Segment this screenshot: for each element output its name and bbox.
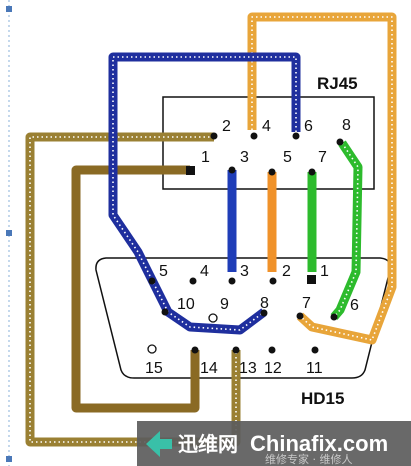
hd15-pin-5-marker [148,277,156,285]
hd15-pin-7-marker [296,312,304,320]
watermark-sub-text: 维修专家 · 维修人 [265,452,353,466]
hd15-pin-1-label: 1 [320,263,329,280]
rj45-pin-8-label: 8 [342,117,351,134]
hd15-pin-9-label: 9 [220,296,229,313]
hd15-pin-10-label: 10 [177,296,195,313]
rj45-pin-5-label: 5 [283,149,292,166]
hd15-pin-13-label: 13 [239,360,257,377]
rj45-pin-7-label: 7 [318,149,327,166]
rj45-pin-2-label: 2 [222,118,231,135]
watermark-banner: 迅维网 Chinafix.com 维修专家 · 维修人 [137,421,411,466]
wire-orange-dotted [247,12,397,345]
hd15-pin-4-label: 4 [200,263,209,280]
hd15-pin-2-marker [269,277,277,285]
rj45-pin-1-label: 1 [201,149,210,166]
rj45-pin-1-marker [186,166,195,175]
selection-handle-top [6,6,12,12]
hd15-pin-4-marker [189,277,197,285]
hd15-pin-11-label: 11 [306,360,323,377]
hd15-pin-6-marker [330,313,338,321]
wire-blue-dotted [108,52,301,335]
wire-brown [71,165,200,413]
watermark-logo-icon [146,431,172,457]
hd15-pin-8-marker [260,309,268,317]
hd15-pin-5-label: 5 [159,263,168,280]
watermark-background [137,421,411,466]
hd15-pin-2-label: 2 [282,263,291,280]
rj45-pin-7-marker [308,168,316,176]
watermark-en-text: Chinafix.com [250,431,388,456]
hd15-pin-3-marker [228,277,236,285]
hd15-pin-14-label: 14 [200,360,218,377]
hd15-pin-10-marker [161,308,169,316]
hd15-pin-12-label: 12 [264,360,282,377]
hd15-pin-11-marker [311,346,319,354]
hd15-pin-14-marker [191,346,199,354]
hd15-pin-7-label: 7 [302,295,311,312]
rj45-pin-2-marker [210,132,218,140]
hd15-pin-3-label: 3 [240,263,249,280]
rj45-pin-6-label: 6 [304,118,313,135]
rj45-pins: 1 2 3 4 5 6 7 8 RJ45 [186,74,358,176]
selection-handle-middle [6,230,12,236]
watermark-cn-text: 迅维网 [178,432,238,456]
hd15-pin-8-label: 8 [260,295,269,312]
hd15-title: HD15 [301,389,344,408]
rj45-pin-5-marker [268,168,276,176]
wire-green-dotted [330,140,363,320]
rj45-pin-4-marker [250,132,258,140]
rj45-pin-3-label: 3 [240,149,249,166]
hd15-pin-6-label: 6 [350,297,359,314]
hd15-pin-15-label: 15 [145,360,163,377]
hd15-pins: 1 2 3 4 5 6 7 8 9 10 11 12 13 14 15 HD15 [145,263,359,408]
wire-khaki-dotted [25,132,241,447]
rj45-pin-6-marker [292,132,300,140]
hd15-pin-1-marker [307,275,316,284]
rj45-pin-4-label: 4 [262,118,271,135]
hd15-pin-12-marker [268,346,276,354]
rj45-title: RJ45 [317,74,358,93]
selection-handle-bottom [6,456,12,462]
rj45-pin-3-marker [228,166,236,174]
hd15-pin-9-marker [208,313,218,323]
hd15-pin-13-marker [232,346,240,354]
rj45-pin-8-marker [336,138,344,146]
hd15-pin-15-marker [147,344,157,354]
